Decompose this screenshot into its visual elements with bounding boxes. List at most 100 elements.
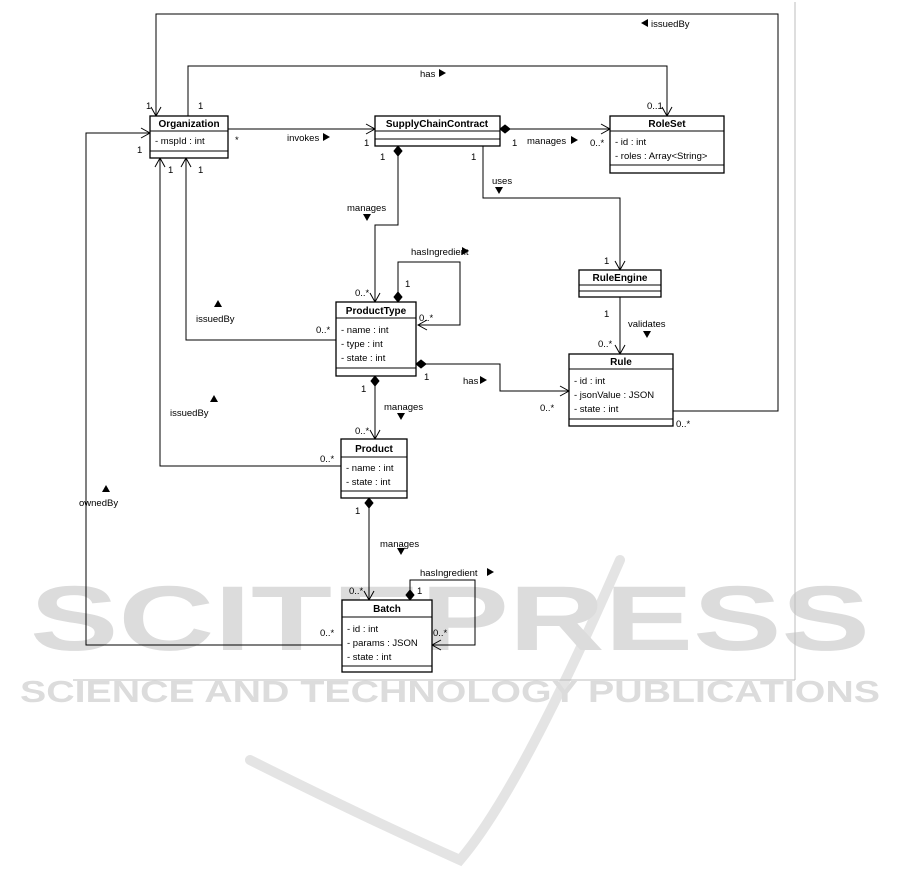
watermark-brand: SCITEPRESS — [30, 568, 870, 670]
multiplicity: 1 — [146, 101, 151, 112]
multiplicity: 1 — [168, 165, 173, 176]
class-attribute: - jsonValue : JSON — [574, 390, 654, 401]
multiplicity: 0..* — [349, 586, 364, 597]
class-product-type[interactable]: ProductType - name : int - type : int - … — [335, 301, 417, 377]
associations — [85, 13, 779, 651]
label-contract-uses-engine: uses — [492, 176, 512, 187]
label-rule-issued-by: issuedBy — [651, 19, 690, 30]
multiplicity: 1 — [405, 279, 410, 290]
label-producttype-has-rule: has — [463, 376, 479, 387]
multiplicity: 0..* — [419, 313, 434, 324]
multiplicity: 1 — [424, 372, 429, 383]
class-attribute: - state : int — [346, 477, 391, 488]
watermark-tagline: SCIENCE AND TECHNOLOGY PUBLICATIONS — [20, 674, 880, 709]
multiplicity: 0..* — [355, 426, 370, 437]
watermark: SCITEPRESS SCIENCE AND TECHNOLOGY PUBLIC… — [20, 555, 880, 867]
label-contract-manages-producttype: manages — [347, 203, 386, 214]
direction-arrow — [495, 187, 503, 194]
edge-producttype-issued-by — [185, 158, 336, 341]
multiplicity: 1 — [198, 101, 203, 112]
class-name: Rule — [610, 357, 632, 368]
class-attribute: - name : int — [346, 463, 394, 474]
class-name: ProductType — [346, 306, 407, 317]
edge-contract-uses-engine — [482, 146, 621, 270]
label-org-has-roleset: has — [420, 69, 436, 80]
direction-arrow — [363, 214, 371, 221]
class-name: Organization — [158, 119, 219, 130]
label-batch-has-ingredient: hasIngredient — [420, 568, 478, 579]
multiplicities: 1 0..* 1 0..1 * 1 1 0..* 1 1 1 0..* 1 0.… — [137, 101, 691, 639]
direction-arrow — [323, 133, 330, 141]
label-product-issued-by: issuedBy — [170, 408, 209, 419]
class-name: RuleEngine — [592, 273, 647, 284]
class-attribute: - type : int — [341, 339, 383, 350]
label-product-manages-batch: manages — [380, 539, 419, 550]
edge-rule-issued-by — [155, 13, 779, 412]
class-attribute: - id : int — [615, 137, 647, 148]
class-rule[interactable]: Rule - id : int - jsonValue : JSON - sta… — [568, 353, 674, 427]
class-attribute: - state : int — [347, 652, 392, 663]
multiplicity: 1 — [355, 506, 360, 517]
multiplicity: 0..* — [433, 628, 448, 639]
multiplicity: 0..* — [676, 419, 691, 430]
direction-arrow — [643, 331, 651, 338]
edge-producttype-has-ingredient — [397, 261, 461, 326]
multiplicity: 1 — [471, 152, 476, 163]
label-batch-owned-by: ownedBy — [79, 498, 118, 509]
label-contract-manages-roleset: manages — [527, 136, 566, 147]
edge-contract-manages-producttype — [374, 156, 399, 302]
multiplicity: 1 — [604, 309, 609, 320]
multiplicity: 0..* — [355, 288, 370, 299]
direction-arrow — [571, 136, 578, 144]
edge-product-issued-by — [159, 158, 341, 467]
multiplicity: 0..* — [540, 403, 555, 414]
class-roleset[interactable]: RoleSet - id : int - roles : Array<Strin… — [609, 115, 725, 174]
direction-arrow — [102, 485, 110, 492]
multiplicity: 0..* — [320, 454, 335, 465]
multiplicity: 1 — [361, 384, 366, 395]
label-engine-validates-rule: validates — [628, 319, 666, 330]
class-organization[interactable]: Organization - mspId : int — [149, 115, 229, 159]
edge-org-has-roleset — [187, 65, 668, 116]
multiplicity: 0..* — [598, 339, 613, 350]
association-labels: issuedBy has invokes manages uses manage… — [79, 19, 690, 579]
class-name: RoleSet — [648, 119, 686, 130]
multiplicity: 0..* — [590, 138, 605, 149]
class-name: Batch — [373, 604, 401, 615]
multiplicity: * — [235, 135, 239, 146]
class-product[interactable]: Product - name : int - state : int — [340, 438, 408, 499]
class-attribute: - state : int — [574, 404, 619, 415]
multiplicity: 0..* — [320, 628, 335, 639]
direction-arrow — [641, 19, 648, 27]
class-attribute: - params : JSON — [347, 638, 418, 649]
direction-arrow — [439, 69, 446, 77]
edge-batch-owned-by — [85, 132, 342, 646]
class-attribute: - mspId : int — [155, 136, 205, 147]
direction-arrow — [397, 548, 405, 555]
label-producttype-has-ingredient: hasIngredient — [411, 247, 469, 258]
class-name: Product — [355, 444, 393, 455]
label-producttype-manages-product: manages — [384, 402, 423, 413]
class-attribute: - name : int — [341, 325, 389, 336]
class-batch[interactable]: Batch - id : int - params : JSON - state… — [341, 599, 433, 673]
class-supply-chain-contract[interactable]: SupplyChainContract — [374, 115, 501, 147]
multiplicity: 1 — [604, 256, 609, 267]
label-org-invokes-contract: invokes — [287, 133, 319, 144]
direction-arrow — [487, 568, 494, 576]
multiplicity: 0..* — [316, 325, 331, 336]
multiplicity: 1 — [137, 145, 142, 156]
multiplicity: 1 — [198, 165, 203, 176]
multiplicity: 0..1 — [647, 101, 663, 112]
direction-arrow — [210, 395, 218, 402]
class-name: SupplyChainContract — [386, 119, 489, 130]
edge-producttype-has-rule — [426, 363, 569, 392]
multiplicity: 1 — [512, 138, 517, 149]
direction-arrow — [462, 247, 469, 255]
direction-arrow — [214, 300, 222, 307]
direction-arrow — [397, 413, 405, 420]
multiplicity: 1 — [364, 138, 369, 149]
class-rule-engine[interactable]: RuleEngine — [578, 269, 662, 298]
label-producttype-issued-by: issuedBy — [196, 314, 235, 325]
class-attribute: - roles : Array<String> — [615, 151, 708, 162]
